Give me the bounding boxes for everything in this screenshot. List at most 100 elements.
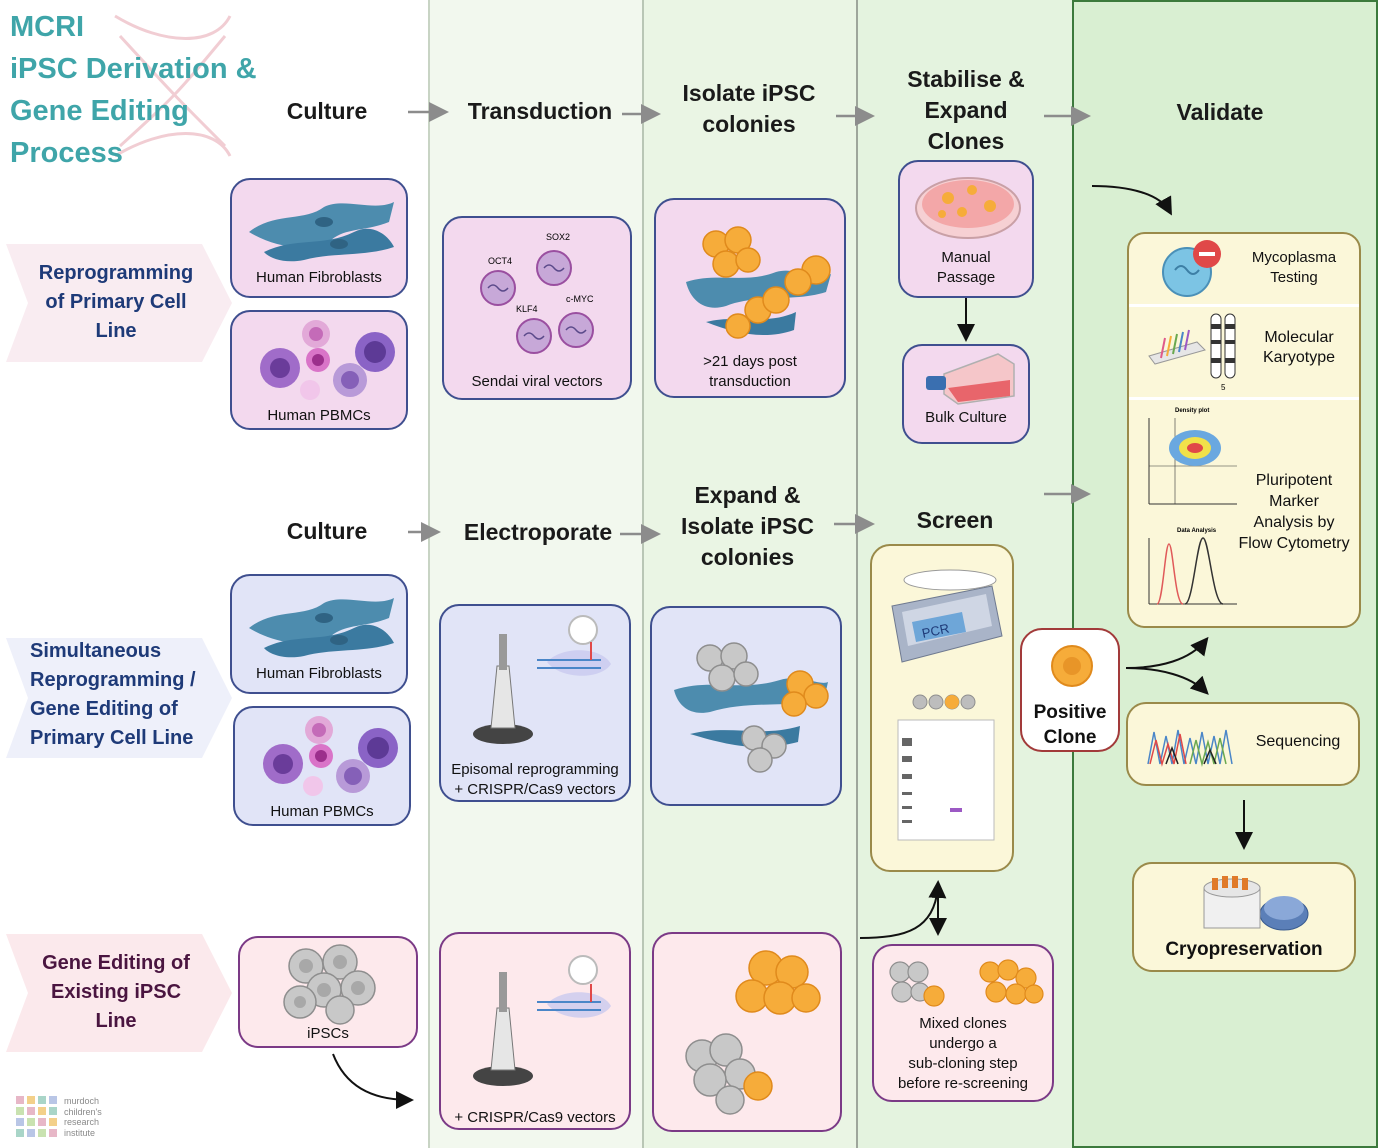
- sequencing-box: Sequencing: [1126, 702, 1360, 786]
- positive-cell-icon: [1051, 645, 1093, 687]
- gel-electrophoresis-icon: [897, 694, 995, 841]
- row2-label: Simultaneous Reprogramming / Gene Editin…: [14, 637, 234, 753]
- oct4-text: OCT4: [488, 256, 512, 266]
- fibroblasts-label-1: Human Fibroblasts: [256, 269, 382, 286]
- mixed-clones-label: Mixed clones undergo a sub-cloning step …: [874, 1014, 1052, 1094]
- manual-label-line1: Manual: [941, 249, 991, 266]
- header-screen: Screen: [916, 507, 994, 533]
- pcr-label: PCR: [921, 621, 951, 641]
- positive-clone-label: Positive Clone: [1022, 700, 1118, 750]
- header-validate: Validate: [1176, 99, 1264, 125]
- sendai-label: Sendai viral vectors: [471, 373, 603, 390]
- sendai-virus-icon: OCT4 SOX2 KLF4 c-MYC: [480, 232, 594, 354]
- episomal-label-line2: + CRISPR/Cas9 vectors: [454, 781, 616, 798]
- pluripotent-label-line4: Flow Cytometry: [1238, 535, 1350, 552]
- episomal-box: Episomal reprogramming + CRISPR/Cas9 vec…: [439, 604, 631, 802]
- data-analysis-title: Data Analysis: [1177, 528, 1217, 534]
- row2-label-line1: Simultaneous: [30, 640, 162, 662]
- positive-label-line2: Clone: [1043, 727, 1097, 748]
- header-isolate: Isolate iPSC colonies: [660, 78, 838, 140]
- sorted-colonies-icon: [685, 950, 821, 1115]
- pbmc-cells-icon: [260, 320, 395, 400]
- flow-cytometry-icon: Density plot Data Analysis: [1148, 408, 1237, 605]
- karyotype-label-line2: Karyotype: [1262, 349, 1336, 366]
- row1-label-line1: Reprogramming: [38, 262, 194, 284]
- density-plot-title: Density plot: [1175, 408, 1209, 414]
- sendai-box: OCT4 SOX2 KLF4 c-MYC Sendai viral vector…: [442, 216, 632, 400]
- manual-passage-label: Manual Passage: [900, 248, 1032, 288]
- header-stabilise: Stabilise & Expand Clones: [876, 64, 1056, 157]
- title-line2: iPSC Derivation &: [10, 53, 257, 85]
- row3-chevron: [6, 934, 232, 1052]
- validate-divider-1: [1129, 304, 1359, 307]
- mixed-label-line4: before re-screening: [897, 1075, 1029, 1092]
- logo-line1: murdoch: [64, 1096, 100, 1106]
- page-title: MCRI iPSC Derivation & Gene Editing Proc…: [10, 6, 257, 174]
- sox2-text: SOX2: [546, 232, 570, 242]
- logo-line2: children's: [64, 1106, 102, 1117]
- mixed-label-line2: undergo a: [929, 1035, 997, 1052]
- header-culture-mid: Culture: [286, 518, 368, 544]
- karyotype-icon: 5: [1148, 313, 1236, 392]
- title-line3: Gene Editing: [10, 95, 189, 127]
- mixed-clones-box: Mixed clones undergo a sub-cloning step …: [872, 944, 1054, 1102]
- header-expand-line3: colonies: [700, 544, 795, 570]
- cryopreservation-box: Cryopreservation: [1132, 862, 1356, 972]
- header-isolate-line1: Isolate iPSC: [682, 80, 816, 106]
- colonies-box-1: >21 days post transduction: [654, 198, 846, 398]
- colonies-box-3: [652, 932, 842, 1132]
- row1-label-line2: of Primary Cell: [45, 291, 187, 313]
- ipsc-colony-icon: [686, 226, 831, 339]
- days-label: >21 days post transduction: [656, 352, 844, 392]
- episomal-label: Episomal reprogramming + CRISPR/Cas9 vec…: [441, 760, 629, 800]
- ipscs-label: iPSCs: [307, 1025, 349, 1042]
- mcri-logo-icon: [16, 1096, 57, 1137]
- pbmc-cells-icon-2: [263, 716, 398, 796]
- subcloning-icon: [889, 959, 1044, 1007]
- mcri-logo-text: murdoch children's research institute: [64, 1096, 102, 1138]
- pluripotent-label-line2: Marker: [1269, 493, 1319, 510]
- logo-line4: institute: [64, 1127, 96, 1138]
- row2-label-line3: Gene Editing of: [30, 698, 178, 720]
- klf4-text: KLF4: [516, 304, 538, 314]
- days-label-line2: transduction: [709, 373, 791, 390]
- electroporator-icon-2: [473, 955, 611, 1086]
- row1-label-line3: Line: [95, 320, 137, 342]
- cmyc-text: c-MYC: [566, 294, 594, 304]
- mycoplasma-icon: [1162, 240, 1221, 297]
- row1-chevron: [6, 244, 232, 362]
- screen-box: PCR: [870, 544, 1014, 872]
- row2-label-line2: Reprogramming /: [30, 669, 196, 691]
- row3-label: Gene Editing of Existing iPSC Line: [26, 949, 206, 1036]
- bulk-culture-box: Bulk Culture: [902, 344, 1030, 444]
- row2-label-line4: Primary Cell Line: [30, 727, 194, 749]
- mixed-label-line1: Mixed clones: [919, 1015, 1007, 1032]
- header-expand-line2: Isolate iPSC: [681, 513, 814, 539]
- ipscs-box: iPSCs: [238, 936, 418, 1048]
- cryopreservation-label: Cryopreservation: [1165, 939, 1323, 960]
- title-line1: MCRI: [10, 11, 85, 43]
- row3-label-line1: Gene Editing of: [42, 952, 190, 974]
- mixed-label-line3: sub-cloning step: [908, 1055, 1018, 1072]
- manual-label-line2: Passage: [936, 269, 996, 286]
- mycoplasma-label-line1: Mycoplasma: [1251, 249, 1337, 266]
- bulk-culture-label: Bulk Culture: [925, 409, 1007, 426]
- days-label-line1: >21 days post: [703, 353, 797, 370]
- pluripotent-label-line1: Pluripotent: [1255, 472, 1333, 489]
- pbmcs-label-2: Human PBMCs: [270, 803, 374, 820]
- pcr-machine-icon: PCR: [891, 569, 1003, 663]
- sequencing-label: Sequencing: [1255, 733, 1341, 750]
- colonies-box-2: [650, 606, 842, 806]
- manual-passage-box: Manual Passage: [898, 160, 1034, 298]
- validate-divider-2: [1129, 397, 1359, 400]
- pbmcs-box-1: Human PBMCs: [230, 310, 408, 430]
- crispr-label: + CRISPR/Cas9 vectors: [454, 1109, 616, 1126]
- pluripotent-label-line3: Analysis by: [1253, 514, 1335, 531]
- row2-chevron: [6, 638, 232, 758]
- fibroblasts-label-2: Human Fibroblasts: [256, 665, 382, 682]
- sequencing-chromatogram-icon: [1147, 729, 1233, 767]
- dna-helix-icon: [114, 14, 232, 158]
- mixed-colony-icon: [674, 642, 829, 773]
- petri-dish-icon: [915, 177, 1021, 239]
